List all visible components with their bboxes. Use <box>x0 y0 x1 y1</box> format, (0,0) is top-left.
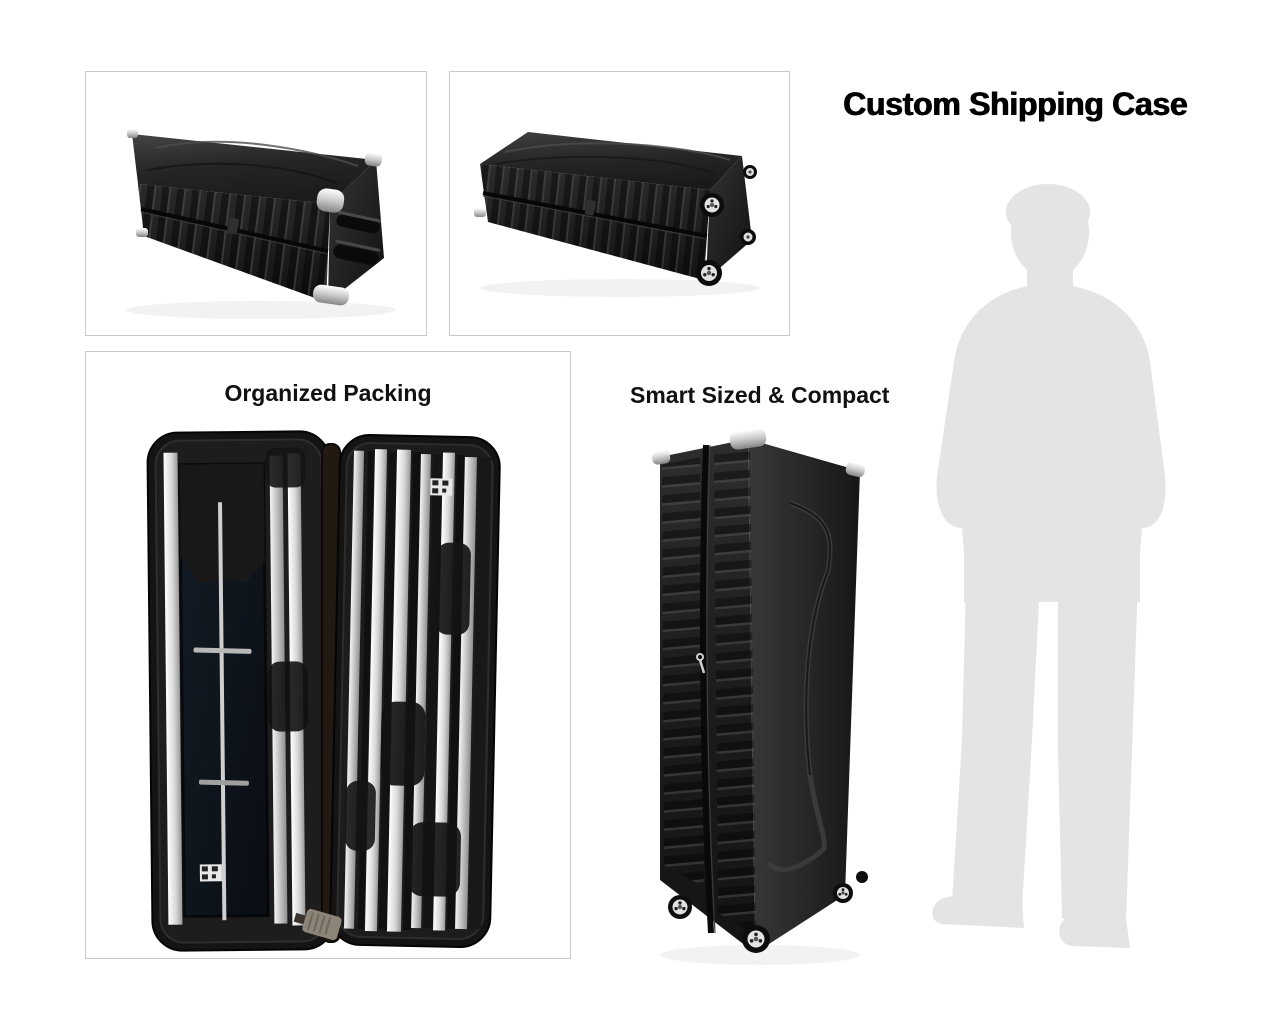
case-body <box>474 132 752 280</box>
cross-bar <box>193 647 252 654</box>
open-case-right-half <box>329 433 501 948</box>
cross-bar <box>198 779 249 786</box>
wheels <box>696 165 757 286</box>
wheels <box>668 871 868 953</box>
zipper-pull <box>696 653 706 674</box>
qr-label <box>430 478 453 496</box>
shipping-case-closed-wheels-view-image <box>474 132 760 297</box>
page-title: Custom Shipping Case <box>843 86 1188 122</box>
latch <box>227 217 239 235</box>
thin-pole <box>218 502 227 921</box>
qr-label <box>199 864 222 882</box>
case-shadow <box>480 279 760 297</box>
zipper-line <box>700 444 714 934</box>
open-case-left-half <box>146 430 336 952</box>
silhouette-shape <box>932 184 1166 948</box>
latch <box>584 199 596 216</box>
person-silhouette-image <box>932 184 1166 948</box>
foam-clamp <box>265 447 306 488</box>
foam-clamp <box>267 661 309 732</box>
foam-clamps <box>344 542 471 897</box>
end-handle-slots <box>333 210 382 266</box>
shipping-case-open-interior-image <box>146 430 501 952</box>
photo-frame-open-case: Organized Packing <box>85 351 571 959</box>
metal-corner-guard <box>474 208 486 217</box>
case-shadow <box>126 301 396 319</box>
organized-packing-label: Organized Packing <box>224 380 432 406</box>
metal-corner-guards <box>651 428 866 478</box>
smart-sized-label: Smart Sized & Compact <box>630 382 890 408</box>
ribbed-panel-left <box>662 457 704 887</box>
aluminum-panel <box>163 452 183 925</box>
ribbed-panel-right <box>714 445 756 935</box>
shipping-case-closed-angle-view-image <box>126 129 396 319</box>
case-body <box>651 428 866 953</box>
case-body <box>127 129 384 306</box>
case-shadow <box>660 945 860 965</box>
zipper-pull-tab <box>293 908 342 941</box>
photo-frame-case-wheels-view <box>449 71 790 336</box>
photo-frame-case-angle-view <box>85 71 427 336</box>
metal-corner-guards <box>127 129 383 306</box>
shipping-case-upright-image <box>651 428 868 965</box>
